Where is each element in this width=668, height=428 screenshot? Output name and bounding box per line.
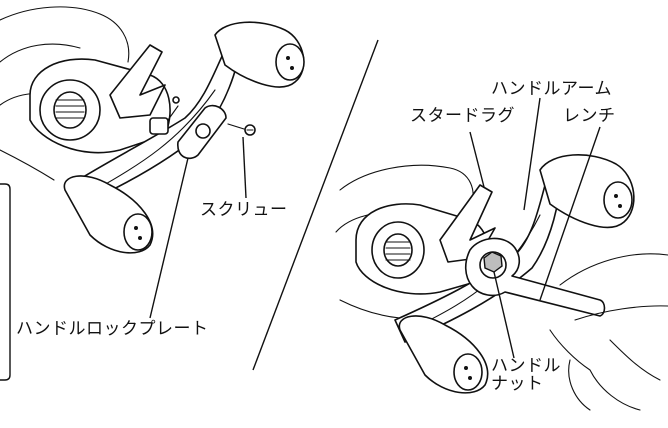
leader-screw (242, 136, 247, 199)
right-reel-illustration (335, 97, 668, 411)
leader-star-drag (469, 131, 485, 188)
left-screw (227, 123, 256, 136)
right-handle-nut (483, 251, 503, 273)
label-star-drag: スタードラグ (410, 106, 515, 126)
left-spool-knob (53, 91, 87, 129)
label-wrench: レンチ (563, 106, 616, 126)
left-star-drag (109, 44, 166, 119)
left-handle-nut (149, 117, 169, 135)
leader-handle-lock-plate (149, 157, 189, 319)
leader-wrench (539, 126, 601, 301)
label-screw: スクリュー (200, 200, 288, 220)
right-hand-lower (549, 253, 668, 411)
left-reel-illustration (0, 6, 305, 319)
right-spool-knob (383, 233, 413, 267)
left-hand-outline (0, 6, 130, 181)
label-handle-nut-line2: ナット (491, 373, 544, 394)
divider-line (252, 39, 379, 371)
label-handle-nut-line1: ハンドル (491, 356, 561, 376)
label-handle-lock-plate: ハンドルロックプレート (16, 319, 209, 339)
leader-handle-nut (493, 271, 515, 359)
label-handle-arm: ハンドルアーム (491, 79, 612, 99)
label-handle-nut: ハンドル ナット (491, 356, 561, 394)
left-frame-edge (0, 183, 11, 381)
leader-handle-arm (523, 97, 541, 211)
